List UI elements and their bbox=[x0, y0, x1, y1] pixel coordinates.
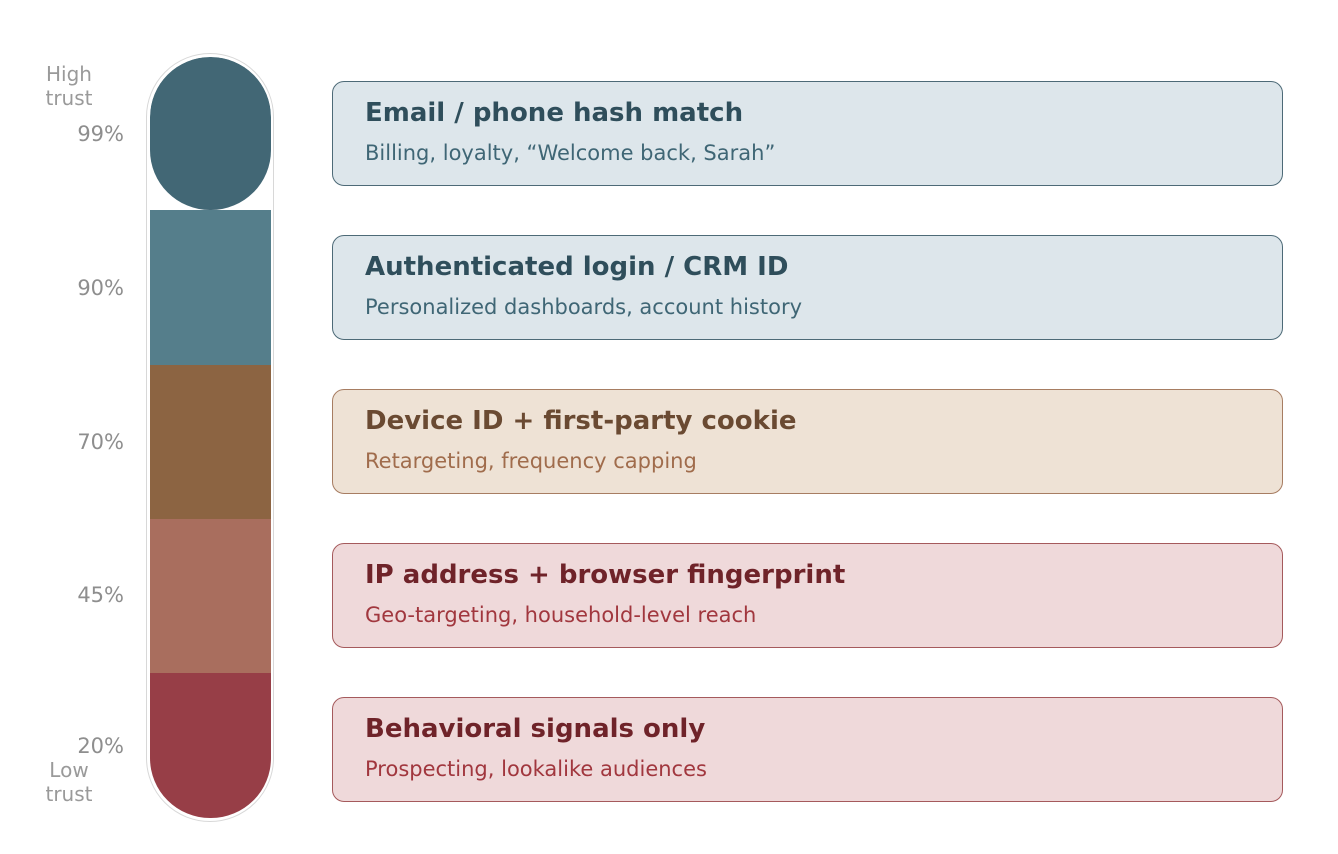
tier-title: Behavioral signals only bbox=[365, 714, 706, 744]
tier-subtitle: Prospecting, lookalike audiences bbox=[365, 757, 707, 781]
tier-subtitle: Retargeting, frequency capping bbox=[365, 449, 697, 473]
percent-label-45: 45% bbox=[77, 583, 124, 607]
tier-title: Email / phone hash match bbox=[365, 98, 744, 128]
trust-thermometer bbox=[150, 57, 271, 818]
tier-title: IP address + browser fingerprint bbox=[365, 560, 846, 590]
thermometer-segment-90 bbox=[150, 210, 271, 365]
thermometer-segment-45 bbox=[150, 518, 271, 673]
percent-label-99: 99% bbox=[77, 122, 124, 146]
tier-card-device-id: Device ID + first-party cookie Retargeti… bbox=[332, 389, 1283, 494]
tier-card-behavioral-signals: Behavioral signals only Prospecting, loo… bbox=[332, 697, 1283, 802]
thermometer-segment-70 bbox=[150, 364, 271, 519]
high-trust-label: High trust bbox=[45, 62, 93, 110]
tier-subtitle: Personalized dashboards, account history bbox=[365, 295, 803, 319]
tier-title: Authenticated login / CRM ID bbox=[365, 252, 789, 282]
tier-subtitle: Geo-targeting, household-level reach bbox=[365, 603, 757, 627]
low-trust-label: Low trust bbox=[45, 758, 93, 806]
percent-label-90: 90% bbox=[77, 276, 124, 300]
thermometer-segment-20 bbox=[150, 672, 271, 818]
tier-card-authenticated-login: Authenticated login / CRM ID Personalize… bbox=[332, 235, 1283, 340]
tier-title: Device ID + first-party cookie bbox=[365, 406, 797, 436]
tier-card-ip-fingerprint: IP address + browser fingerprint Geo-tar… bbox=[332, 543, 1283, 648]
percent-label-20: 20% bbox=[77, 734, 124, 758]
percent-label-70: 70% bbox=[77, 430, 124, 454]
tier-subtitle: Billing, loyalty, “Welcome back, Sarah” bbox=[365, 141, 776, 165]
thermometer-segment-99 bbox=[150, 57, 271, 210]
tier-card-email-hash: Email / phone hash match Billing, loyalt… bbox=[332, 81, 1283, 186]
